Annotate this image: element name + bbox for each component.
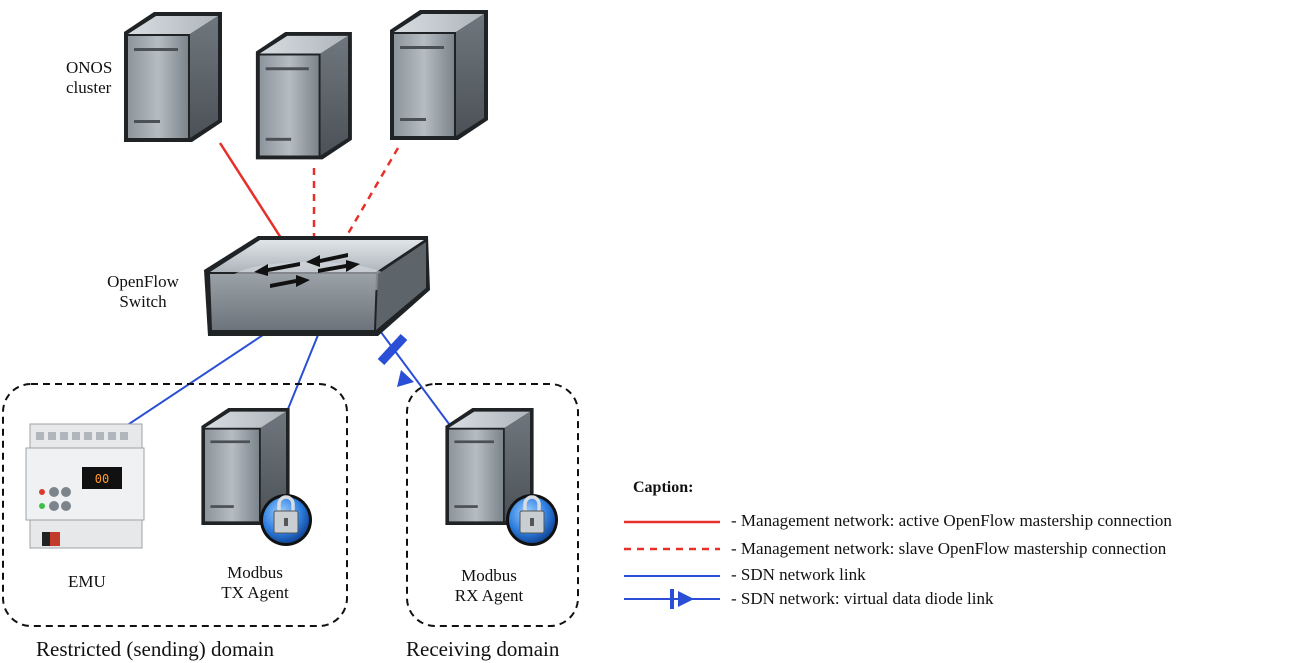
- onos-cluster-label: ONOS cluster: [66, 58, 113, 97]
- slave-mastership-link-2: [340, 147, 400, 245]
- active-mastership-link: [218, 142, 292, 253]
- tx-agent-label: Modbus TX Agent: [221, 563, 289, 602]
- sdn-link-emu: [119, 328, 273, 431]
- legend-item-active: - Management network: active OpenFlow ma…: [731, 511, 1172, 530]
- legend-item-diode: - SDN network: virtual data diode link: [731, 589, 994, 608]
- data-diode-link: [371, 319, 453, 429]
- sdn-link-tx-agent: [287, 334, 319, 410]
- onos-server-3: [390, 10, 488, 140]
- onos-server-2: [255, 32, 352, 160]
- legend-item-sdn: - SDN network link: [731, 565, 866, 584]
- receiving-domain-box: [406, 383, 579, 627]
- receiving-domain-label: Receiving domain: [406, 637, 560, 661]
- rx-agent-label: Modbus RX Agent: [454, 566, 524, 605]
- tx-agent-lock-icon: [260, 494, 312, 546]
- emu-label: EMU: [68, 572, 106, 591]
- legend-title: Caption:: [633, 479, 694, 496]
- svg-text:00: 00: [95, 472, 109, 486]
- openflow-switch-icon: [204, 236, 430, 336]
- legend-diode-line: [624, 589, 720, 609]
- onos-server-1: [124, 12, 222, 142]
- openflow-switch-label: OpenFlow Switch: [107, 272, 179, 311]
- restricted-domain-label: Restricted (sending) domain: [36, 637, 274, 661]
- rx-agent-lock-icon: [506, 494, 558, 546]
- restricted-domain-box: [2, 383, 348, 627]
- emu-device-icon: 00: [25, 423, 145, 549]
- legend-item-slave: - Management network: slave OpenFlow mas…: [731, 539, 1167, 558]
